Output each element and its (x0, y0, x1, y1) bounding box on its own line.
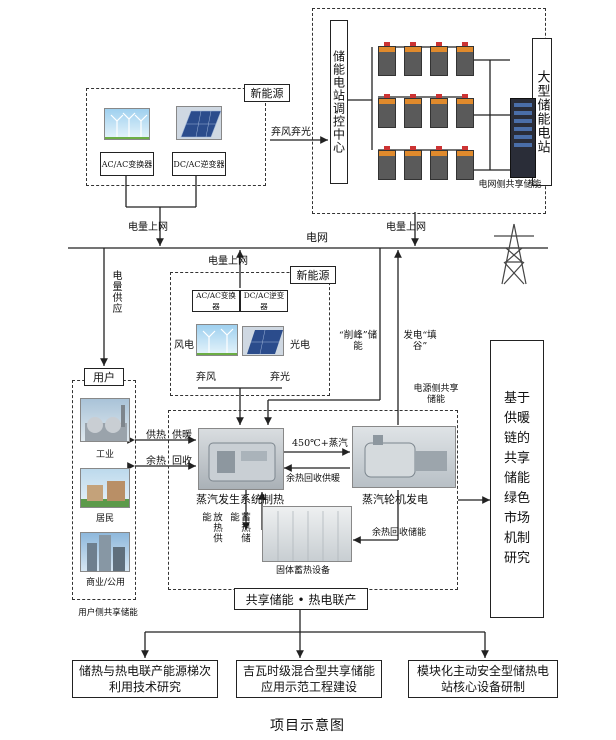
recovery-label: 回收 (172, 456, 192, 467)
mid-solar-panel-icon (242, 326, 284, 356)
battery-icon (456, 94, 474, 128)
mid-dc-inverter-box: DC/AC逆变器 (240, 290, 288, 312)
renewable-mid-title-text: 新能源 (296, 269, 330, 282)
grid-label: 电网 (306, 231, 328, 244)
mid-ac-converter-label: AC/AC变换器 (196, 291, 236, 311)
heat-supply-label-2: 供暖 (172, 430, 192, 441)
bottom-box-2: 吉瓦时级混合型共享储能应用示范工程建设 (236, 660, 382, 698)
research-box-label: 基于供暖链的共享储能绿色市场机制研究 (503, 391, 530, 566)
solid-storage-image (262, 506, 352, 562)
resident-label: 居民 (96, 514, 115, 524)
curtail-solar-label: 弃光 (270, 372, 290, 383)
transmission-tower-icon (494, 223, 534, 285)
battery-cap (436, 94, 442, 98)
renewable-mid-title: 新能源 (290, 266, 336, 284)
curtail-wind-label: 弃风 (196, 372, 216, 383)
waste-heat-label: 余热 (146, 456, 166, 467)
renewable-top-region (86, 88, 266, 186)
solar-label: 光电 (290, 340, 310, 351)
large-station-label: 大型储能电站 (534, 70, 550, 154)
battery-cap (436, 146, 442, 150)
commercial-image (80, 532, 130, 572)
industry-label: 工业 (96, 450, 115, 460)
power-to-grid-left: 电量上网 (128, 222, 168, 233)
battery-cap (384, 94, 390, 98)
research-box: 基于供暖链的共享储能绿色市场机制研究 (490, 340, 544, 618)
bottom-box-1-label: 储热与热电联产能源梯次利用技术研究 (79, 664, 212, 694)
store-heat-label: 蓄热储能 (228, 512, 250, 544)
shared-chp-box: 共享储能 • 热电联产 (234, 588, 368, 610)
server-rack-icon (510, 98, 536, 178)
battery-icon (430, 146, 448, 180)
power-to-grid-mid: 电量上网 (208, 256, 248, 267)
battery-icon (456, 146, 474, 180)
mid-dc-inverter-label: DC/AC逆变器 (243, 291, 285, 311)
bottom-box-1: 储热与热电联产能源梯次利用技术研究 (72, 660, 218, 698)
battery-cap (436, 42, 442, 46)
battery-icon (456, 42, 474, 76)
steam-turbine-image (352, 426, 456, 488)
battery-icon (430, 94, 448, 128)
battery-cap (462, 42, 468, 46)
users-title-text: 用户 (93, 371, 115, 384)
source-shared-label: 电源侧共享储能 (413, 384, 459, 405)
battery-icon (378, 94, 396, 128)
large-station-box: 大型储能电站 (532, 38, 552, 186)
bottom-box-2-label: 吉瓦时级混合型共享储能应用示范工程建设 (243, 664, 376, 694)
renewable-mid-region (170, 272, 330, 396)
peak-shave-label: “削峰”储能 (338, 330, 378, 352)
industry-image (80, 398, 130, 442)
control-center-box: 储能电站调控中心 (330, 20, 348, 184)
heat-supply-label-1: 供热 (146, 430, 166, 441)
wind-label: 风电 (174, 340, 194, 351)
caption: 项目示意图 (270, 718, 345, 734)
curtail-label: 弃风弃光 (271, 127, 311, 138)
renewable-top-title: 新能源 (244, 84, 290, 102)
waste-recovery-heat-label: 余热回收供暖 (286, 474, 341, 484)
shared-chp-label: 共享储能 • 热电联产 (245, 592, 357, 607)
battery-cap (384, 42, 390, 46)
release-heat-label: 放热供能 (200, 512, 222, 544)
mid-wind-turbine-icon (196, 324, 238, 356)
steam-temp-label: 450℃+蒸汽 (292, 438, 348, 449)
user-shared-label: 用户侧共享储能 (78, 608, 138, 618)
grid-shared-label: 电网侧共享储能 (478, 180, 542, 190)
power-to-grid-right: 电量上网 (386, 222, 426, 233)
bottom-box-3-label: 模块化主动安全型储热电站核心设备研制 (416, 664, 549, 694)
valley-fill-label: 发电“填谷” (403, 330, 437, 352)
top-ac-converter-box: AC/AC变换器 (100, 152, 154, 176)
users-title: 用户 (84, 368, 124, 386)
steam-generator-image (198, 428, 284, 490)
waste-recovery-store-label: 余热回收储能 (372, 528, 427, 538)
battery-icon (404, 146, 422, 180)
battery-cap (462, 94, 468, 98)
battery-cap (410, 94, 416, 98)
battery-cap (384, 146, 390, 150)
battery-icon (378, 42, 396, 76)
control-center-label: 储能电站调控中心 (331, 50, 346, 154)
solar-panel-icon (176, 106, 222, 140)
renewable-top-title-text: 新能源 (250, 87, 284, 100)
battery-cap (410, 42, 416, 46)
battery-icon (404, 42, 422, 76)
commercial-label: 商业/公用 (86, 578, 126, 588)
power-supply-label: 电量供应 (110, 270, 121, 314)
battery-icon (430, 42, 448, 76)
solid-storage-label: 固体蓄热设备 (276, 566, 331, 576)
battery-icon (404, 94, 422, 128)
bottom-box-3: 模块化主动安全型储热电站核心设备研制 (408, 660, 558, 698)
battery-cap (410, 146, 416, 150)
steam-gen-label: 蒸汽发生系统制热 (196, 493, 284, 506)
turbine-label: 蒸汽轮机发电 (362, 493, 428, 506)
battery-cap (462, 146, 468, 150)
top-dc-inverter-label: DC/AC逆变器 (173, 159, 225, 169)
wind-turbine-icon (104, 108, 150, 140)
top-dc-inverter-box: DC/AC逆变器 (172, 152, 226, 176)
resident-image (80, 468, 130, 508)
mid-ac-converter-box: AC/AC变换器 (192, 290, 240, 312)
battery-icon (378, 146, 396, 180)
top-ac-converter-label: AC/AC变换器 (101, 159, 153, 169)
